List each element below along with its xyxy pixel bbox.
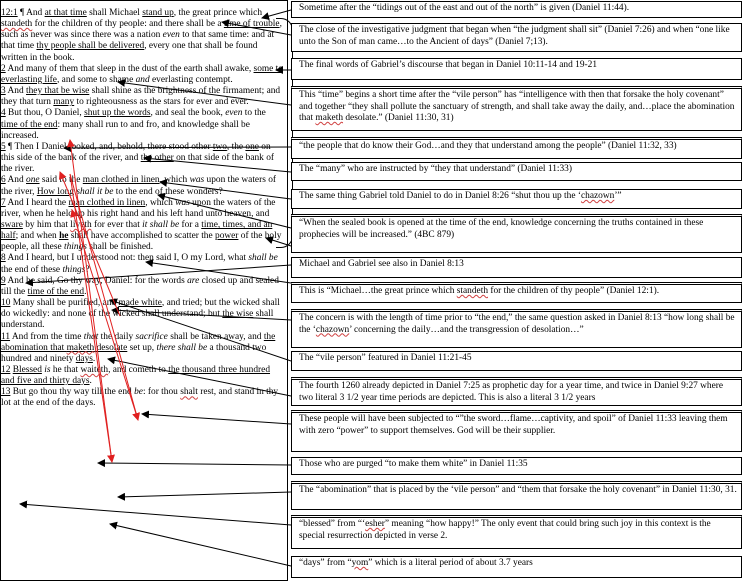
verse-number: 11 [1,331,11,342]
verse-text: And I heard, but I understood not: then … [1,253,278,275]
verse-6: 6 And one said to the man clothed in lin… [1,175,283,197]
note-8: “When the sealed book is opened at the t… [291,214,742,253]
verse-text: But thou, O Daniel, shut up the words, a… [1,108,266,141]
note-7: The same thing Gabriel told Daniel to do… [291,189,742,209]
verse-text: And they that be wise shall shine as the… [1,86,281,108]
verse-text: ¶ Then I Daniel looked, and, behold, the… [1,141,275,175]
verse-text: And I heard the man clothed in linen, wh… [1,197,282,253]
scripture-text: 12:1 ¶ And at that time shall Michael st… [1,8,283,568]
verse-number: 4 [1,108,6,119]
verse-9: 9 And he said, Go thy way, Daniel: for t… [1,276,283,298]
verse-4: 4 But thou, O Daniel, shut up the words,… [1,108,283,141]
note-4: This “time” begins a short time after th… [291,86,742,131]
verse-number: 2 [1,63,6,74]
verse-8: 8 And I heard, but I understood not: the… [1,253,283,275]
verse-text: And many of them that sleep in the dust … [1,63,283,85]
note-16: The “abomination” that is placed by the … [291,481,742,510]
note-3: The final words of Gabriel’s discourse t… [291,58,742,80]
verse-number: 6 [1,175,6,186]
note-10: This is “Michael…the great prince which … [291,282,742,303]
verse-number: 12 [1,365,11,375]
verse-13: 13 But go thou thy way till the end be: … [1,387,283,409]
verse-text: And one said to the man clothed in linen… [1,175,277,197]
verse-number: 5 [1,141,6,152]
note-12: The “vile person” featured in Daniel 11:… [291,351,742,371]
note-2: The close of the investigative judgment … [291,23,742,52]
verse-number: 9 [1,275,6,286]
note-15: Those who are purged “to make them white… [291,457,742,475]
verse-text: Many shall be purified, and made white, … [1,298,280,331]
verse-number: 12:1 [1,8,18,18]
note-13: The fourth 1260 already depicted in Dani… [291,377,742,406]
verse-2: 2 And many of them that sleep in the dus… [1,64,283,86]
note-18: “days” from “yom” which is a literal per… [291,556,742,578]
note-11: The concern is with the length of time p… [291,309,742,348]
verse-number: 7 [1,197,6,208]
note-9: Michael and Gabriel see also in Daniel 8… [291,257,742,278]
verse-number: 8 [1,253,6,264]
verse-3: 3 And they that be wise shall shine as t… [1,86,283,108]
verse-12: 12 Blessed is he that waiteth, and comet… [1,365,283,387]
note-1: Sometime after the “tidings out of the e… [291,1,742,18]
verse-number: 13 [1,387,11,398]
verse-11: 11 And from the time that the daily sacr… [1,332,283,365]
verse-text: But go thou thy way till the end be: for… [1,387,279,409]
verse-text: And from the time that the daily sacrifi… [1,331,276,364]
verse-number: 3 [1,86,6,97]
note-5: “the people that do know their God…and t… [291,137,742,159]
verse-text: ¶ And at that time shall Michael stand u… [1,8,282,63]
verse-7: 7 And I heard the man clothed in linen, … [1,198,283,254]
verse-5: 5 ¶ Then I Daniel looked, and, behold, t… [1,142,283,175]
note-6: The “many” who are instructed by “they t… [291,162,742,181]
verse-1: 12:1 ¶ And at that time shall Michael st… [1,8,283,64]
verse-text: And he said, Go thy way, Daniel: for the… [1,275,279,297]
verse-10: 10 Many shall be purified, and made whit… [1,298,283,331]
verse-text: Blessed is he that waiteth, and cometh t… [1,365,271,387]
note-14: These people will have been subjected to… [291,410,742,452]
verse-number: 10 [1,298,11,309]
note-17: “blessed” from “‘esher” meaning “how hap… [291,515,742,549]
